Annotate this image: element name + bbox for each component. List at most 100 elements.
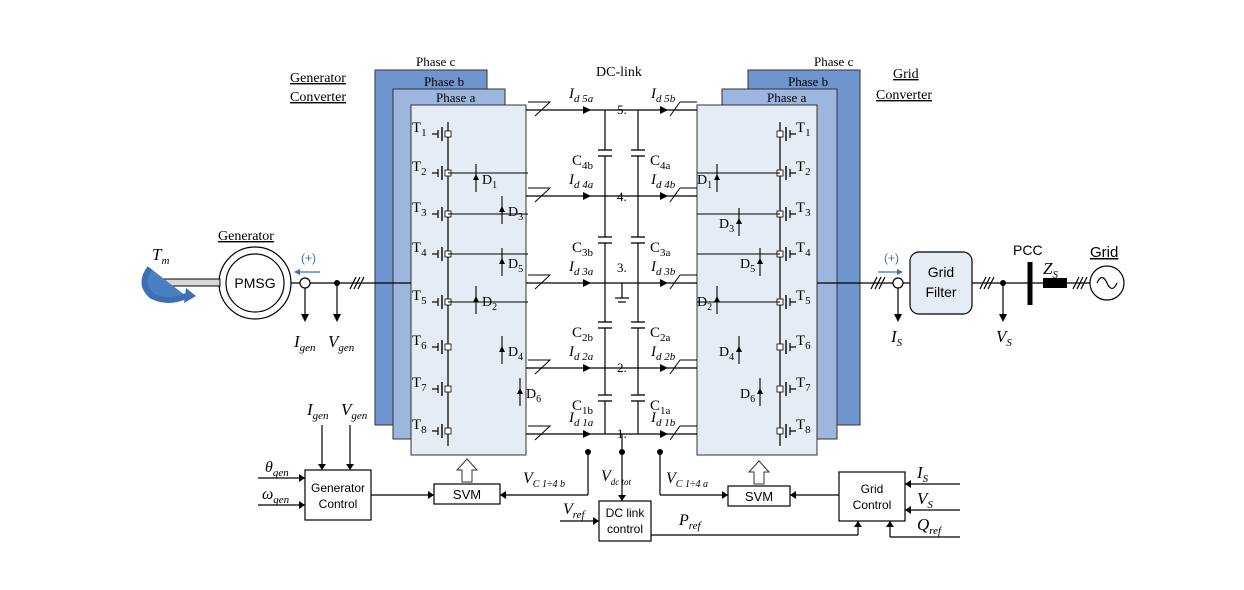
left-current-bracket-0 [528, 101, 552, 117]
right-diode-2-icon [714, 296, 720, 302]
left-current-bracket-4 [528, 425, 552, 441]
right-diode-label-4: D4 [719, 345, 734, 363]
v-gen-label: Vgen [328, 332, 355, 354]
capacitor-3b-icon [598, 236, 612, 244]
vref-arrow-icon [593, 517, 599, 525]
left-current-arrow-4-icon [583, 430, 591, 438]
theta-gen-label: θgen [265, 459, 289, 479]
capacitor-1a-icon [631, 394, 645, 402]
omega-arrow-icon [299, 501, 305, 509]
pcc-label: PCC [1013, 242, 1043, 258]
grid-filter-box [909, 251, 973, 315]
left-switch-label-6: T6 [412, 333, 427, 352]
left-diode-3-icon [499, 206, 505, 212]
left-diode-label-4: D4 [508, 345, 523, 363]
right-switch-label-6: T6 [796, 333, 811, 352]
gen-ctrl-i-label: Igen [306, 400, 329, 422]
right-current-bracket-1 [669, 187, 697, 203]
vdc-node [619, 449, 625, 455]
v-s-label: VS [996, 327, 1012, 349]
grid-polarity-arrowhead-icon [897, 269, 903, 275]
grid-phase-c-label: Phase c [814, 54, 854, 69]
grid-label: Grid [1090, 244, 1118, 261]
grid-filter-label-2: Filter [925, 284, 956, 300]
grid-three-phase-mark-2 [1072, 276, 1088, 290]
right-switch-label-5: T5 [796, 288, 811, 307]
generator-control-block [304, 469, 372, 521]
left-current-bracket-1 [528, 187, 552, 203]
left-switch-7-icon [432, 382, 452, 396]
gen-svm-label: SVM [453, 487, 481, 502]
right-current-arrow-3-icon [660, 364, 668, 372]
left-current-label-0: Id 5a [568, 86, 594, 105]
grid-ctrl-is-label: IS [916, 463, 929, 485]
left-current-bracket-3 [528, 359, 552, 375]
right-switch-8-icon [776, 424, 796, 438]
grid-control-label-1: Grid [861, 482, 884, 496]
ac-wave-icon [1096, 276, 1118, 290]
vc-gen-tap-node [585, 449, 591, 455]
left-current-arrow-1-icon [583, 192, 591, 200]
grid-svm-up-arrow-icon [747, 460, 771, 485]
grid-phase-b-label: Phase b [788, 74, 828, 89]
pcc-three-phase-mark [979, 276, 995, 290]
dc-control-label-2: control [607, 522, 643, 536]
capacitor-label-1b: C1b [572, 398, 594, 417]
gen-polarity-mark: (+) [301, 251, 316, 265]
capacitor-label-1a: C1a [650, 398, 671, 417]
capacitor-1b-icon [598, 394, 612, 402]
right-diode-5-icon [757, 258, 763, 264]
left-current-arrow-0-icon [583, 106, 591, 114]
pmsg-label: PMSG [234, 275, 275, 291]
dc-link-title: DC-link [596, 65, 642, 80]
zs-label: ZS [1043, 259, 1058, 281]
vref-label: Vref [563, 501, 587, 521]
capacitor-label-3a: C3a [650, 240, 671, 259]
left-current-label-2: Id 3a [568, 259, 594, 278]
right-diode-4-icon [736, 346, 742, 352]
gen-polarity-arrowhead-icon [294, 269, 300, 275]
grid-impedance [1043, 278, 1067, 288]
left-switch-label-8: T8 [412, 417, 427, 436]
pref-arrow-icon [854, 521, 862, 527]
dc-node-5: 5. [617, 102, 627, 117]
right-diode-label-2: D2 [697, 295, 712, 313]
gen-i-arrow-icon [301, 314, 309, 322]
left-diode-label-2: D2 [482, 295, 497, 313]
torque-label: Tm [152, 245, 169, 267]
grid-ctrl-q-label: Qref [917, 515, 943, 537]
generator-label: Generator [218, 229, 274, 244]
grid-polarity-mark: (+) [884, 251, 899, 265]
left-switch-1-icon [432, 127, 452, 141]
rotation-arrow-icon [141, 266, 188, 303]
left-diode-2-icon [473, 296, 479, 302]
i-gen-label: Igen [293, 332, 316, 354]
left-current-label-1: Id 4a [568, 172, 594, 191]
dc-node-labels: 5. 4. 3. 2. 1. [617, 102, 627, 441]
is-input-arrow-icon [905, 480, 911, 488]
right-switch-label-2: T2 [796, 159, 811, 178]
vc-grid-arrow-icon [722, 491, 728, 499]
right-current-arrow-2-icon [660, 279, 668, 287]
right-current-arrow-1-icon [660, 192, 668, 200]
capacitor-4a-icon [631, 149, 645, 157]
left-diode-1-icon [473, 174, 479, 180]
grid-i-arrow-icon [894, 314, 902, 322]
right-diode-label-6: D6 [740, 387, 755, 405]
right-current-bracket-2 [669, 274, 697, 290]
left-switch-6-icon [432, 340, 452, 354]
vc-gen-label: VC 1÷4 b [523, 470, 565, 490]
gen-ctrl-v-label: Vgen [341, 400, 368, 422]
right-current-label-0: Id 5b [650, 86, 676, 105]
grid-ctrl-svm-arrow-icon [790, 491, 796, 499]
left-switch-label-1: T1 [412, 120, 427, 139]
left-diode-6-icon [517, 388, 523, 394]
gen-ctrl-v-arrow-icon [346, 464, 354, 470]
dc-node-1: 1. [617, 426, 627, 441]
omega-gen-label: ωgen [262, 486, 290, 506]
left-current-arrow-3-icon [583, 364, 591, 372]
left-switch-label-5: T5 [412, 288, 427, 307]
